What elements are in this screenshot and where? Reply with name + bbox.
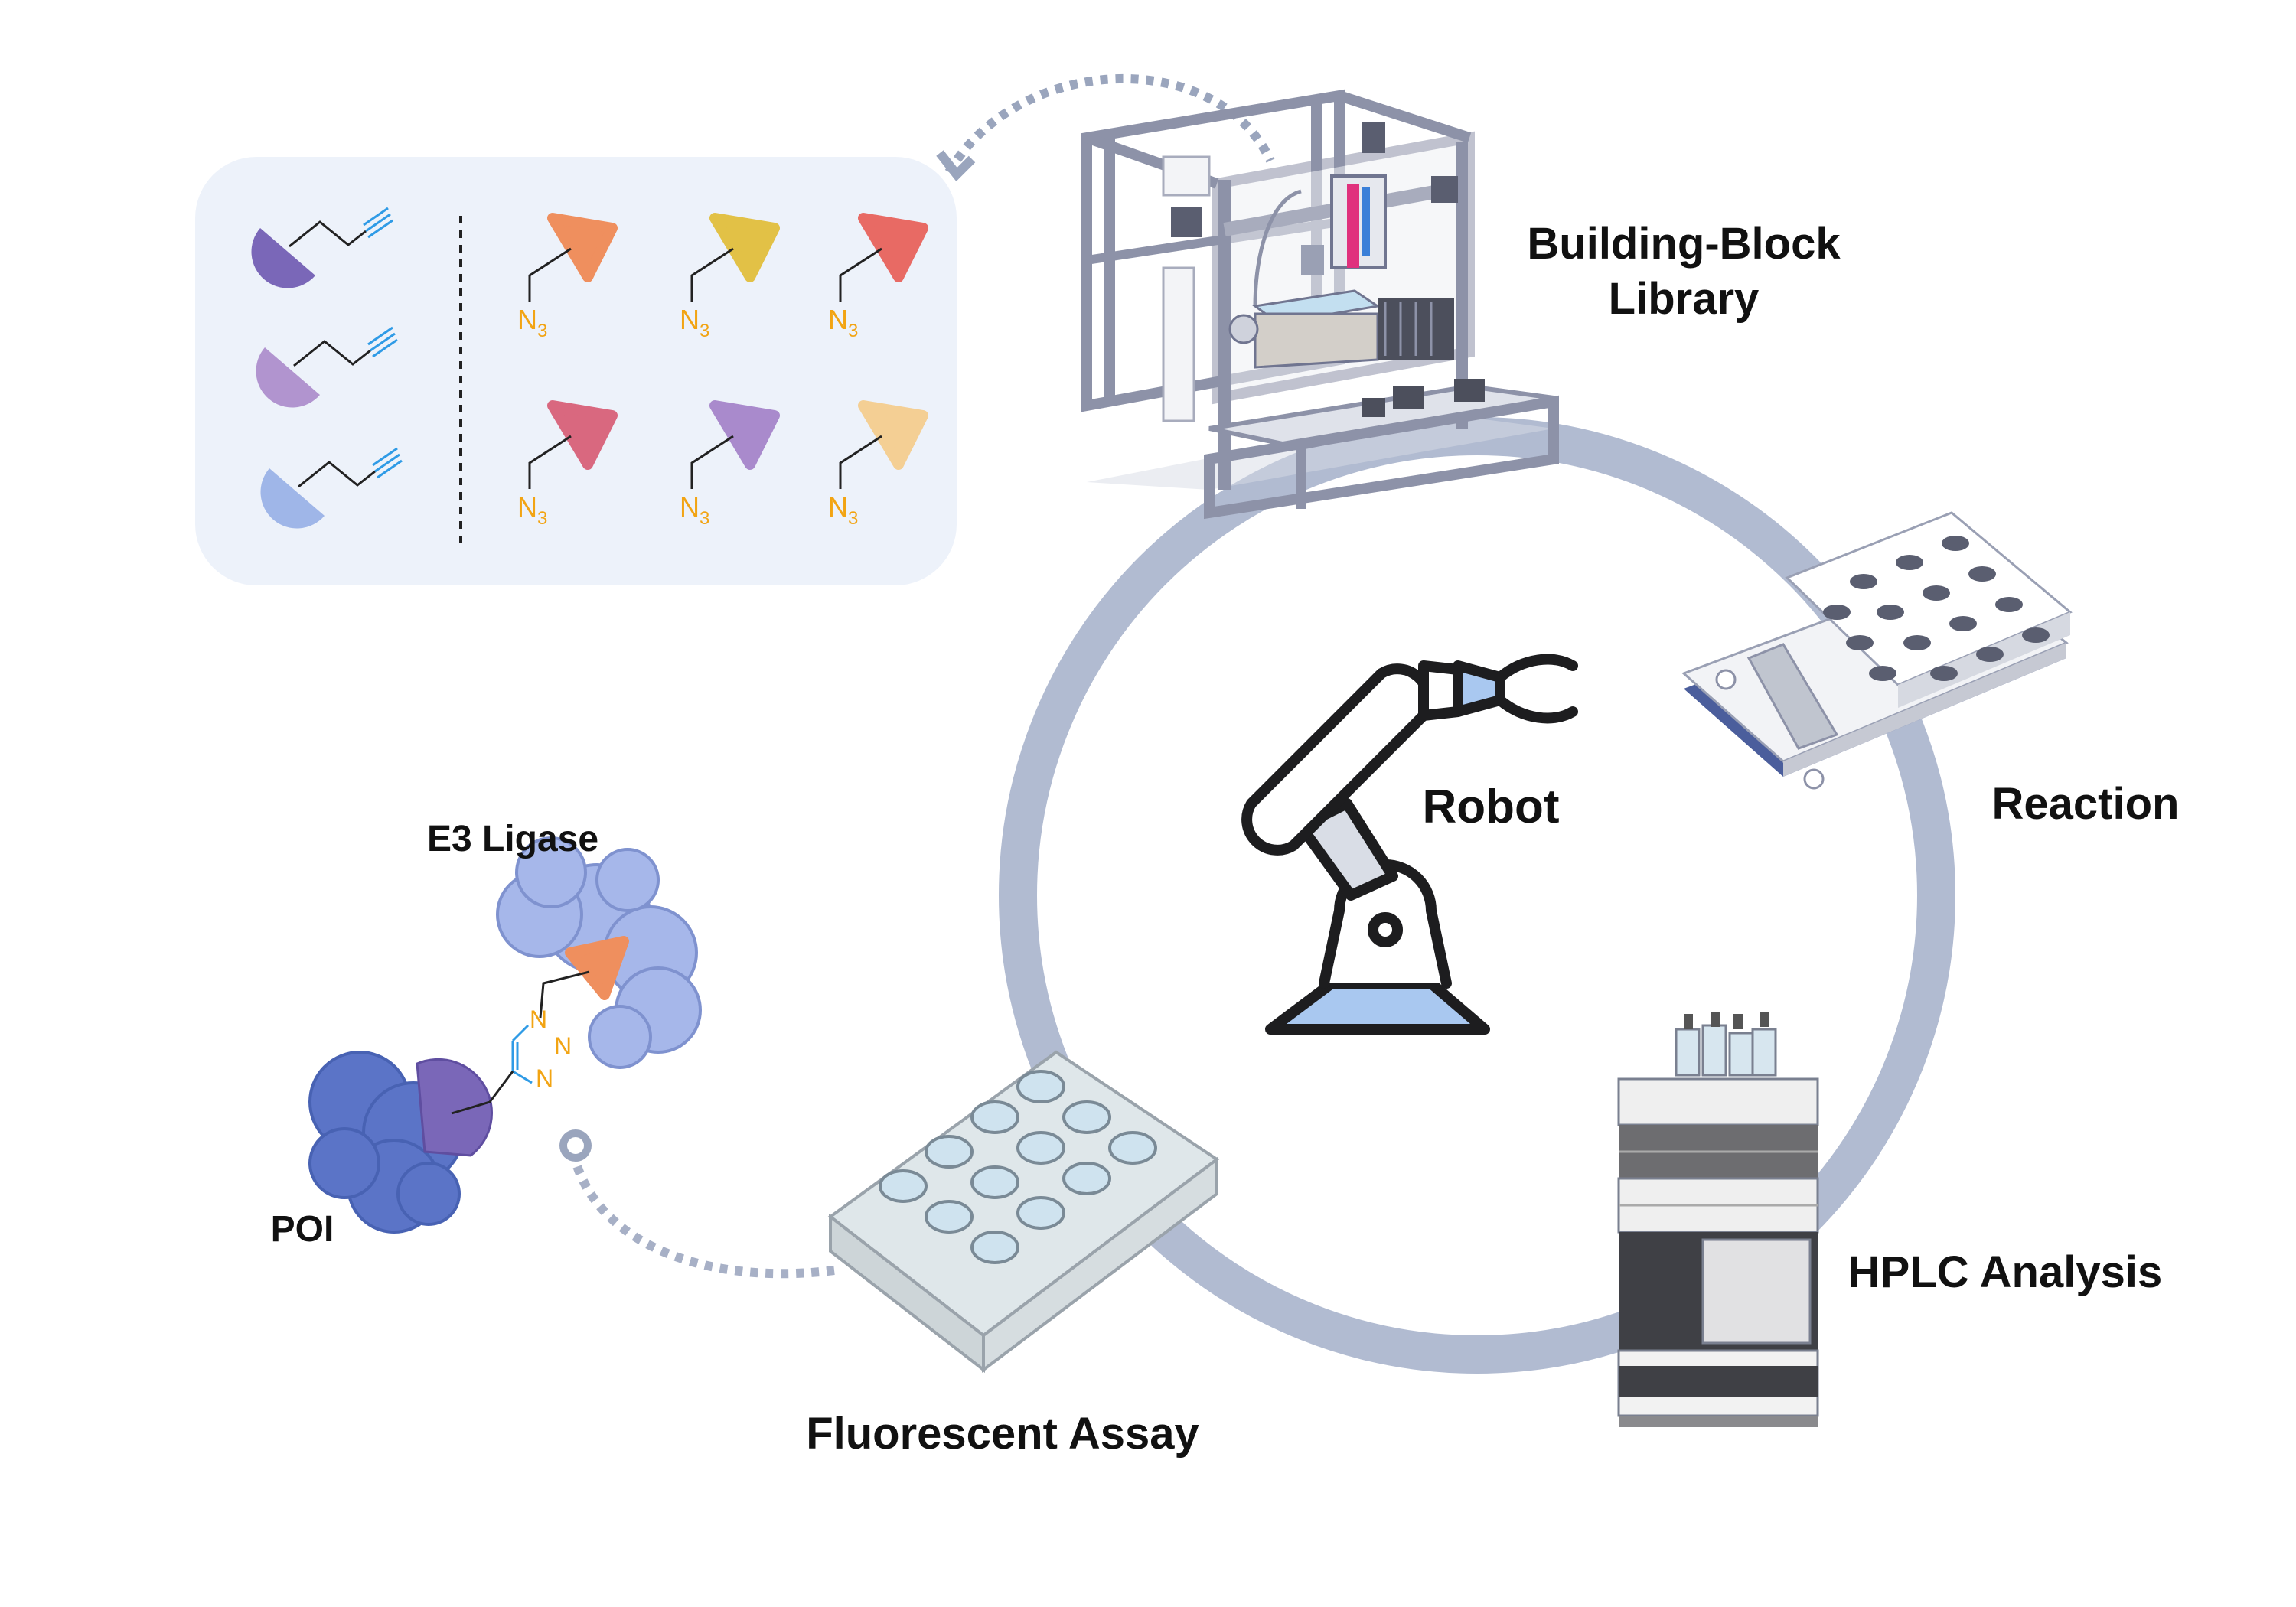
label-building-block-line1: Building-Block [1527,219,1841,269]
dashed-arrow-bottom [569,1154,835,1279]
poi-ligand-shape [416,1058,493,1157]
robot-arm-icon [1241,654,1578,1035]
wells [879,1070,1157,1264]
vial-grid [1823,536,2050,681]
azide-label: N3 [680,491,709,529]
azide-block-1: N3 [517,213,618,341]
triazole-n2: N [554,1032,572,1060]
azide-label: N3 [680,304,709,341]
azide-label: N3 [517,304,547,341]
alkyne-block-1 [251,207,393,288]
azide-block-4: N3 [517,400,618,529]
azide-block-5: N3 [680,400,780,529]
arrow-head-icon [936,150,976,182]
triazole-n1: N [530,1006,547,1033]
alkyne-block-3 [260,447,403,529]
label-e3-ligase: E3 Ligase [427,819,598,859]
connector-circle-icon [559,1129,592,1162]
triazole-n3: N [536,1064,553,1092]
azide-label: N3 [517,491,547,529]
label-poi: POI [271,1209,334,1250]
alkyne-block-2 [256,326,398,408]
building-block-library-panel: N3 N3 N3 N3 N3 N3 [195,157,957,585]
protac-complex: N N N [308,836,702,1234]
label-hplc: HPLC Analysis [1848,1247,2162,1297]
cnc-robot-machine [1081,89,1559,520]
azide-block-6: N3 [828,400,928,529]
label-fluorescent-assay: Fluorescent Assay [806,1409,1199,1459]
azide-label: N3 [828,304,858,341]
hplc-instrument [1617,1012,1819,1427]
azide-block-2: N3 [680,213,780,341]
e3-ligand-triangle [565,936,629,1000]
well-plate-icon [827,1050,1220,1374]
e3-ligase-protein [496,836,702,1069]
azide-label: N3 [828,491,858,529]
stir-plate-icon [1681,511,2073,790]
label-building-block-line2: Library [1609,274,1760,324]
label-robot: Robot [1422,781,1559,833]
label-reaction: Reaction [1992,779,2180,829]
triazole-linker [451,970,590,1115]
azide-block-3: N3 [828,213,928,341]
